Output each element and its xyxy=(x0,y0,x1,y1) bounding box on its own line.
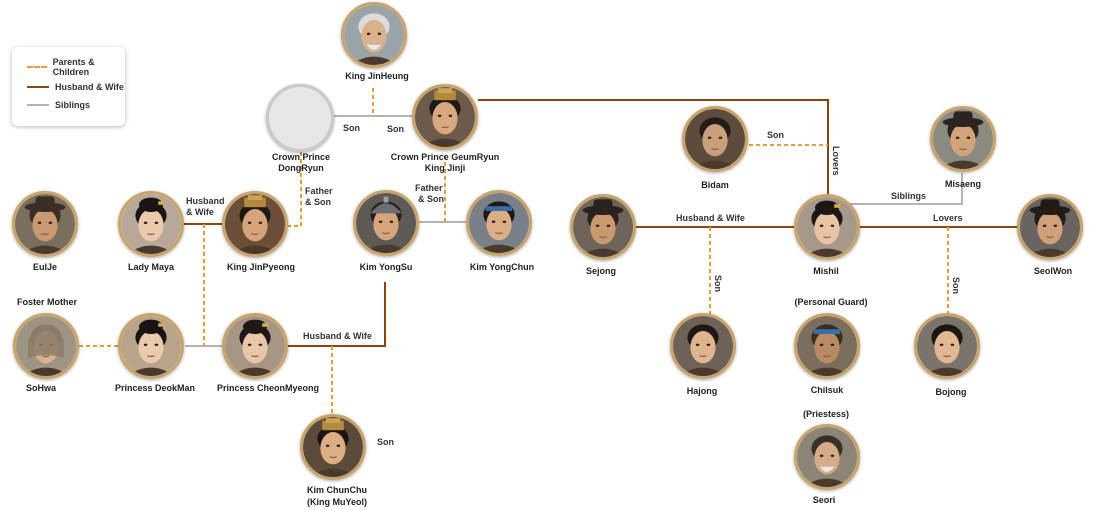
label-father-son-b-1: Father xyxy=(415,183,443,193)
portrait-mishil[interactable] xyxy=(794,194,860,260)
label-son-hajong: Son xyxy=(712,273,723,294)
portrait-eulje[interactable] xyxy=(12,191,78,257)
label-husband-wife-sejong: Husband & Wife xyxy=(676,213,745,223)
name-mishil: Mishil xyxy=(813,266,839,276)
portrait-seori[interactable] xyxy=(794,424,860,490)
role-seori: (Priestess) xyxy=(802,409,850,419)
label-husband-maya-2: & Wife xyxy=(186,207,214,217)
legend-siblings: Siblings xyxy=(27,98,90,112)
name-dongryun-line2: DongRyun xyxy=(278,163,324,173)
husband-wife-lines xyxy=(183,99,1017,347)
name-lady-maya: Lady Maya xyxy=(127,262,175,272)
portrait-bidam[interactable] xyxy=(682,106,748,172)
name-misaeng: Misaeng xyxy=(944,179,982,189)
portrait-yongsu[interactable] xyxy=(353,190,419,256)
role-chilsuk: (Personal Guard) xyxy=(794,297,868,307)
portrait-seolwon[interactable] xyxy=(1017,194,1083,260)
label-son-geumryun: Son xyxy=(385,124,406,135)
label-father-son-a-2: & Son xyxy=(305,197,331,207)
portrait-chilsuk[interactable] xyxy=(794,313,860,379)
label-husband-maya-1: Husband xyxy=(186,196,225,206)
label-son-bojong: Son xyxy=(950,275,961,296)
portrait-cheonmyeong[interactable] xyxy=(222,313,288,379)
portrait-hajong[interactable] xyxy=(670,313,736,379)
name-yongchun: Kim YongChun xyxy=(469,262,535,272)
label-husband-wife-cheon: Husband & Wife xyxy=(303,331,372,341)
legend-swatch-gray xyxy=(27,104,49,106)
name-bojong: Bojong xyxy=(935,387,967,397)
name-jinheung: King JinHeung xyxy=(345,71,409,81)
legend-box: Parents & Children Husband & Wife Siblin… xyxy=(12,47,125,126)
role-sohwa: Foster Mother xyxy=(16,297,78,307)
name-dongryun-line1: Crown Prince xyxy=(271,152,331,162)
name-eulje: EulJe xyxy=(32,262,58,272)
line-mishil-misaeng xyxy=(846,173,963,205)
portrait-sohwa[interactable] xyxy=(13,313,79,379)
name-geumryun-line2: King Jinji xyxy=(424,163,466,173)
label-lovers-vertical: Lovers xyxy=(830,144,841,178)
name-yongsu: Kim YongSu xyxy=(359,262,413,272)
portrait-jinpyeong[interactable] xyxy=(222,191,288,257)
legend-swatch-solid xyxy=(27,86,49,88)
portrait-lady-maya[interactable] xyxy=(118,191,184,257)
label-son-bidam: Son xyxy=(767,130,784,140)
name-seolwon: SeolWon xyxy=(1033,266,1073,276)
name-sohwa: SoHwa xyxy=(25,383,57,393)
portrait-dongryun-placeholder xyxy=(266,84,334,152)
name-chunchu-line1: Kim ChunChu xyxy=(307,485,367,495)
portrait-geumryun[interactable] xyxy=(412,84,478,150)
label-lovers-seolwon: Lovers xyxy=(933,213,963,223)
name-chilsuk: Chilsuk xyxy=(810,385,844,395)
name-deokman: Princess DeokMan xyxy=(114,383,196,393)
portrait-jinheung[interactable] xyxy=(341,2,407,68)
legend-swatch-dashed xyxy=(27,66,47,68)
parent-child-lines xyxy=(79,88,949,414)
label-father-son-a-1: Father xyxy=(305,186,333,196)
portrait-yongchun[interactable] xyxy=(466,190,532,256)
line-geumryun-mishil xyxy=(478,99,829,195)
name-chunchu-line2: (King MuYeol) xyxy=(307,497,367,507)
portrait-deokman[interactable] xyxy=(118,313,184,379)
line-yongsu-cheonmyeong xyxy=(288,282,386,347)
name-geumryun-line1: Crown Prince GeumRyun xyxy=(390,152,500,162)
portrait-chunchu[interactable] xyxy=(300,414,366,480)
legend-husband-wife: Husband & Wife xyxy=(27,80,124,94)
label-father-son-b-2: & Son xyxy=(418,194,444,204)
label-siblings-misaeng: Siblings xyxy=(891,191,927,201)
label-son-chunchu: Son xyxy=(377,437,394,447)
name-jinpyeong: King JinPyeong xyxy=(226,262,296,272)
name-bidam: Bidam xyxy=(701,180,729,190)
name-cheonmyeong: Princess CheonMyeong xyxy=(216,383,320,393)
portrait-misaeng[interactable] xyxy=(930,106,996,172)
label-son-dongryun: Son xyxy=(341,123,362,134)
name-sejong: Sejong xyxy=(585,266,617,276)
line-dongryun-jinpyeong xyxy=(288,152,302,227)
portrait-bojong[interactable] xyxy=(914,313,980,379)
portrait-sejong[interactable] xyxy=(570,194,636,260)
name-seori: Seori xyxy=(812,495,836,505)
legend-parents-children: Parents & Children xyxy=(27,57,125,77)
name-hajong: Hajong xyxy=(686,386,718,396)
